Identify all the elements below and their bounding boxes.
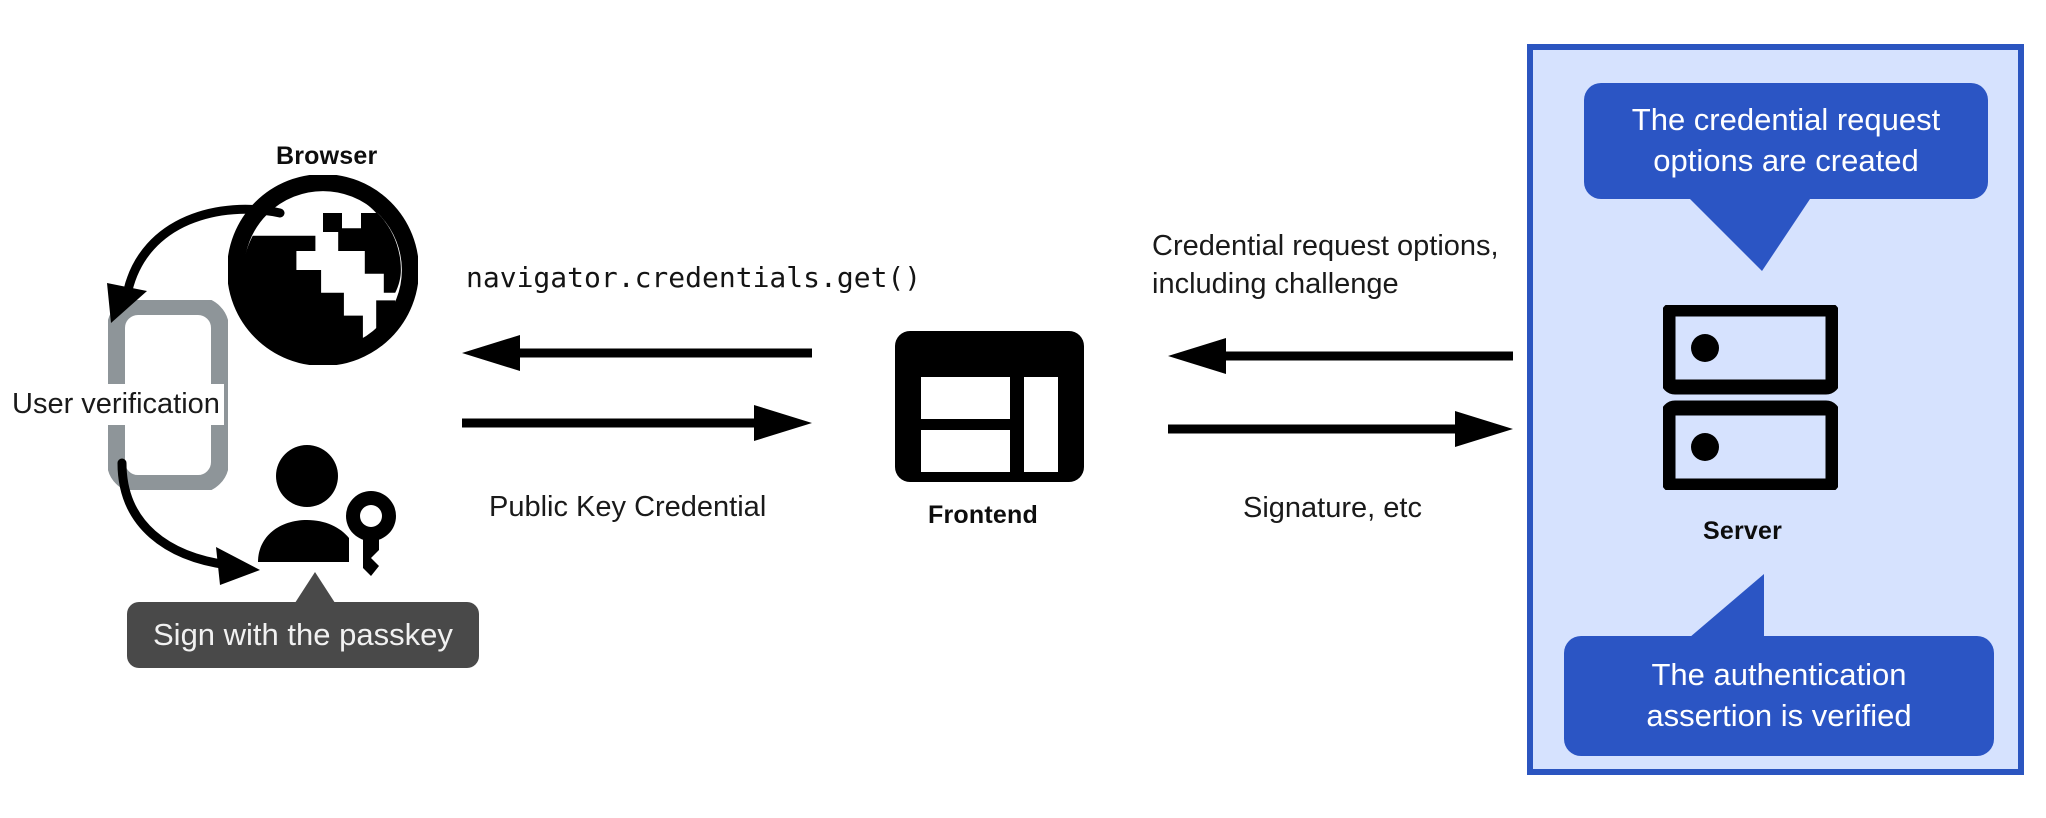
person-with-key-icon	[250, 440, 400, 580]
callout-bottom-line2: assertion is verified	[1646, 698, 1912, 733]
server-to-frontend-arrow	[1168, 337, 1513, 375]
user-verification-label: User verification	[8, 384, 224, 426]
callout-top-line2: options are created	[1653, 143, 1919, 178]
credential-request-options-label-line1: Credential request options,	[1152, 230, 1499, 262]
credential-options-created-callout: The credential request options are creat…	[1584, 83, 1988, 273]
frontend-to-server-arrow	[1168, 410, 1513, 448]
phone-to-user-arrow	[108, 455, 298, 595]
browser-to-frontend-arrow	[462, 404, 812, 442]
browser-label: Browser	[276, 142, 378, 170]
frontend-label: Frontend	[928, 501, 1038, 529]
frontend-to-browser-arrow	[462, 334, 812, 372]
server-racks-icon	[1660, 301, 1841, 494]
web-layout-icon	[893, 329, 1086, 484]
signature-etc-label: Signature, etc	[1243, 492, 1422, 524]
authentication-assertion-verified-callout: The authentication assertion is verified	[1564, 574, 1994, 762]
credential-request-options-label-line2: including challenge	[1152, 268, 1399, 300]
public-key-credential-label: Public Key Credential	[489, 491, 767, 523]
callout-top-line1: The credential request	[1631, 102, 1941, 138]
sign-with-passkey-tooltip: Sign with the passkey	[127, 602, 479, 669]
navigator-credentials-get-label: navigator.credentials.get()	[466, 261, 922, 294]
callout-bottom-line1: The authentication	[1651, 657, 1907, 693]
globe-icon	[227, 174, 419, 366]
sign-tooltip-pointer	[293, 572, 337, 606]
server-label: Server	[1703, 517, 1783, 545]
browser-to-phone-arrow	[90, 195, 290, 355]
